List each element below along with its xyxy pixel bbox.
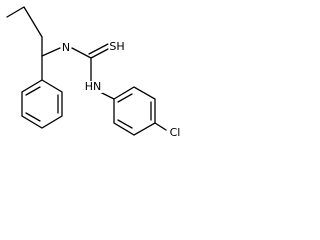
thione-sulfur-s: S bbox=[109, 40, 117, 53]
phenyl-ring-left bbox=[21, 79, 63, 129]
phenyl-right-inner-3 bbox=[117, 119, 133, 129]
bond-n-c bbox=[71, 47, 92, 59]
bond-c-s-b bbox=[88, 43, 109, 55]
bond-c2-c3 bbox=[23, 6, 43, 38]
amine-h: H bbox=[84, 80, 94, 93]
bond-c-s-a bbox=[90, 47, 111, 59]
chlorine-label: Cl bbox=[168, 126, 182, 139]
imine-nitrogen-label: N bbox=[60, 41, 72, 54]
amine-nitrogen-label: HN bbox=[83, 80, 103, 93]
bond-ch-n bbox=[41, 47, 61, 57]
structure-diagram: N SH HN Cl bbox=[0, 0, 209, 157]
phenyl-ring-right bbox=[113, 86, 156, 136]
amine-n: N bbox=[93, 80, 102, 93]
bond-c1-c2 bbox=[6, 6, 25, 18]
phenyl-left-inner-1 bbox=[25, 86, 41, 96]
bond-layer bbox=[6, 6, 167, 136]
bond-ring-cl bbox=[154, 122, 167, 131]
phenyl-right-inner-1 bbox=[117, 93, 133, 103]
thione-sulfur-label: SH bbox=[108, 40, 126, 53]
phenyl-left-inner-3 bbox=[25, 112, 41, 122]
thione-sulfur-h: H bbox=[116, 40, 125, 53]
